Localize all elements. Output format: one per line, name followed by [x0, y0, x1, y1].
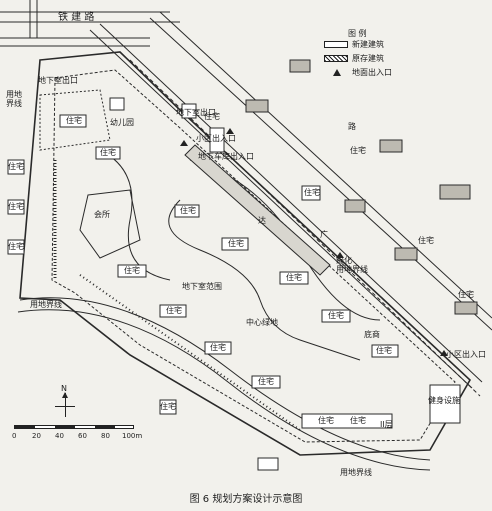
scale-tick: 60 — [78, 432, 87, 440]
scale-tick: 80 — [101, 432, 110, 440]
label-clubhouse: 会所 — [94, 210, 110, 219]
label-boundary-left: 用地界线 — [30, 300, 62, 309]
scale-tick: 0 — [12, 432, 17, 440]
scale-bar: 0 20 40 60 80 100m — [12, 425, 146, 445]
legend-row-existing: 原存建筑 — [324, 54, 418, 64]
building-label: 住宅 — [376, 346, 392, 355]
building-label: 住宅 — [66, 116, 82, 125]
label-underground-exit-mid: 地下室出口 — [176, 108, 216, 117]
legend-title: 图 例 — [348, 29, 367, 38]
figure-caption: 图 6 规划方案设计示意图 — [189, 494, 303, 505]
north-arrow-shaft — [65, 393, 66, 417]
building-label: 住宅 — [160, 402, 176, 411]
building-label: 住宅 — [124, 266, 140, 275]
label-boundary-topleft: 用地 界线 — [6, 90, 22, 108]
building-label: 住宅 — [458, 290, 474, 299]
legend-label-entrance: 地面出入口 — [352, 68, 392, 77]
building-label: 住宅 — [318, 416, 334, 425]
building-label: 住宅 — [180, 206, 196, 215]
building-label: 住宅 — [100, 148, 116, 157]
north-arrow-cross — [55, 406, 75, 407]
label-underground-exit-top: 地下室出口 — [38, 76, 78, 85]
building-label: 住宅 — [204, 112, 220, 121]
label-kindergarten: 幼儿园 — [110, 118, 134, 127]
legend-label-new: 新建建筑 — [352, 40, 384, 49]
label-commercial-entrance: 小区出入口 — [196, 134, 236, 143]
building-label: 住宅 — [304, 188, 320, 197]
building-label: 住宅 — [8, 202, 24, 211]
label-underground-range: 地下室范围 — [182, 282, 222, 291]
road-letter-3: 广 — [320, 230, 328, 239]
legend-swatch-existing — [324, 55, 348, 62]
road-letter-2: 达 — [258, 216, 266, 225]
legend-label-existing: 原存建筑 — [352, 54, 384, 63]
label-community-entrance: 小区出入口 — [446, 350, 486, 359]
scale-tick: 40 — [55, 432, 64, 440]
building-label: 住宅 — [286, 273, 302, 282]
building-label: 住宅 — [418, 236, 434, 245]
label-recreation: 健身设施 — [428, 396, 460, 405]
legend-swatch-new — [324, 41, 348, 48]
building-label: 住宅 — [328, 311, 344, 320]
label-bottom-floors: II层 — [380, 420, 393, 429]
label-base-podium: 底商 — [364, 330, 380, 339]
legend-row-new: 新建建筑 — [324, 40, 418, 50]
scale-bar-graphic — [14, 425, 134, 429]
building-label: 住宅 — [166, 306, 182, 315]
scale-tick: 100m — [122, 432, 143, 440]
north-arrow-icon: N — [52, 384, 82, 420]
road-label-top: 铁 建 路 — [58, 12, 95, 23]
building-label: 住宅 — [8, 162, 24, 171]
label-boundary-bottom: 用地界线 — [340, 468, 372, 477]
building-label: 住宅 — [210, 343, 226, 352]
legend-swatch-entrance — [324, 69, 348, 76]
north-label: N — [61, 384, 67, 393]
label-central-green: 中心绿地 — [246, 318, 278, 327]
road-letter-1: 路 — [348, 122, 356, 131]
scale-tick: 20 — [32, 432, 41, 440]
building-label: 住宅 — [258, 377, 274, 386]
building-label: 住宅 — [8, 242, 24, 251]
building-label: 住宅 — [228, 239, 244, 248]
building-label: 住宅 — [350, 146, 366, 155]
label-boundary-right: 绿化 用地界线 — [336, 256, 368, 274]
legend-row-entrance: 地面出入口 — [324, 68, 418, 78]
label-parking-exit: 地下车库出入口 — [198, 152, 254, 161]
legend: 图 例 新建建筑 原存建筑 地面出入口 — [322, 28, 418, 88]
building-label: 住宅 — [350, 416, 366, 425]
